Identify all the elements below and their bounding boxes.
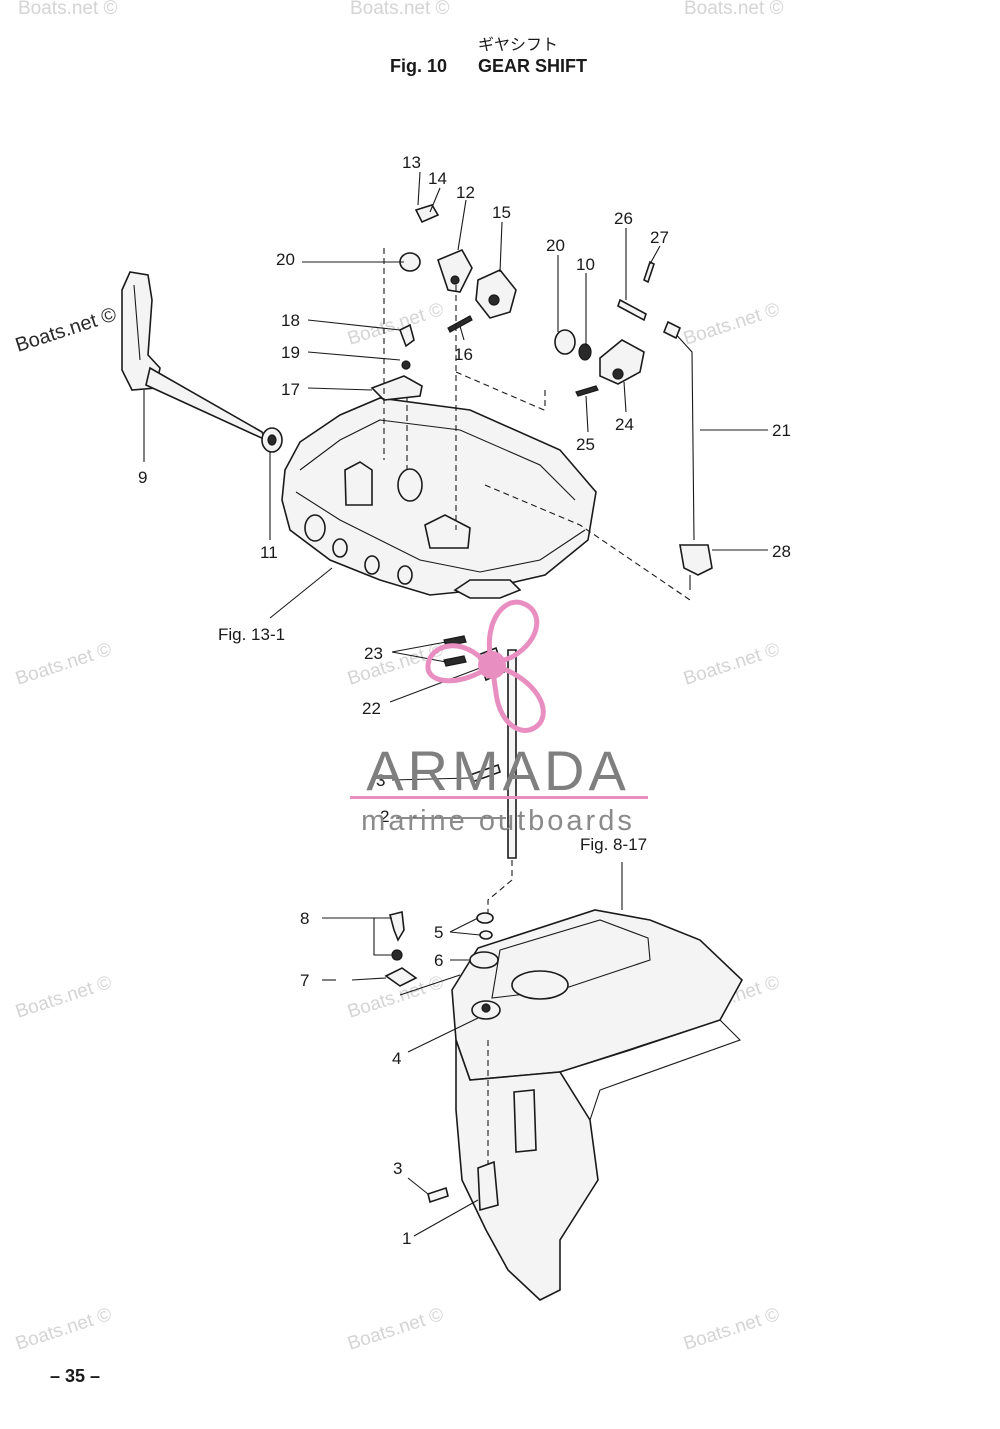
watermark: Boats.net © — [350, 0, 450, 19]
watermark: Boats.net © — [345, 299, 446, 350]
callout-18: 18 — [281, 311, 300, 330]
watermark: Boats.net © — [345, 1304, 446, 1355]
right-linkage — [554, 260, 655, 397]
callout-3-lower: 3 — [393, 1159, 402, 1178]
figure-number: Fig. 10 — [390, 56, 447, 76]
callout-11: 11 — [260, 543, 278, 562]
figure-title: GEAR SHIFT — [478, 56, 587, 76]
callout-2: 2 — [380, 807, 389, 826]
shift-rod-assembly — [662, 320, 713, 590]
callout-4: 4 — [392, 1049, 401, 1068]
watermark: Boats.net © — [13, 1304, 114, 1355]
callout-6: 6 — [434, 951, 443, 970]
title-japanese: ギヤシフト — [478, 35, 558, 54]
watermark-dark: Boats.net © — [13, 303, 120, 356]
watermark: Boats.net © — [681, 639, 782, 690]
callout-10: 10 — [576, 255, 595, 274]
callout-17: 17 — [281, 380, 300, 399]
watermark: Boats.net © — [684, 0, 784, 19]
figure-ref-13-1: Fig. 13-1 — [218, 625, 285, 644]
callout-20: 20 — [276, 250, 295, 269]
shift-lever — [121, 271, 283, 453]
bottom-cowling — [281, 395, 597, 599]
callout-22: 22 — [362, 699, 381, 718]
watermark: Boats.net © — [345, 639, 446, 690]
callout-24: 24 — [615, 415, 634, 434]
callout-1: 1 — [402, 1229, 411, 1248]
callout-13: 13 — [402, 153, 421, 172]
leader-lines — [143, 171, 768, 1237]
callout-12: 12 — [456, 183, 475, 202]
callout-19: 19 — [281, 343, 300, 362]
callout-3: 3 — [376, 771, 385, 790]
brand-logo: ARMADA marine outboards — [350, 599, 648, 837]
callout-14: 14 — [428, 169, 447, 188]
watermark: Boats.net © — [681, 299, 782, 350]
callout-7: 7 — [300, 971, 309, 990]
watermark: Boats.net © — [13, 639, 114, 690]
callout-8: 8 — [300, 909, 309, 928]
watermark: Boats.net © — [13, 972, 114, 1023]
page-number: – 35 – — [50, 1366, 100, 1386]
brand-underline — [350, 796, 648, 799]
callout-25: 25 — [576, 435, 595, 454]
propeller-icon — [425, 599, 546, 733]
callout-27: 27 — [650, 228, 669, 247]
callout-28: 28 — [772, 542, 791, 561]
callout-26: 26 — [614, 209, 633, 228]
callout-labels: 1 2 3 3 4 5 6 7 8 9 10 11 12 13 14 15 16… — [138, 153, 791, 1248]
brand-name: ARMADA — [366, 739, 630, 802]
watermark-layer: Boats.net © Boats.net © Boats.net © Boat… — [13, 0, 784, 1355]
brand-tagline: marine outboards — [361, 805, 635, 837]
callout-9: 9 — [138, 468, 147, 487]
watermark: Boats.net © — [681, 1304, 782, 1355]
lower-casing — [427, 909, 743, 1301]
callout-15: 15 — [492, 203, 511, 222]
vertical-shift-rod — [443, 635, 517, 915]
callout-16: 16 — [454, 345, 473, 364]
callout-20-right: 20 — [546, 236, 565, 255]
watermark: Boats.net © — [18, 0, 118, 19]
callout-5: 5 — [434, 923, 443, 942]
upper-linkage — [370, 204, 517, 401]
callout-23: 23 — [364, 644, 383, 663]
figure-ref-8-17: Fig. 8-17 — [580, 835, 647, 854]
callout-21: 21 — [772, 421, 791, 440]
